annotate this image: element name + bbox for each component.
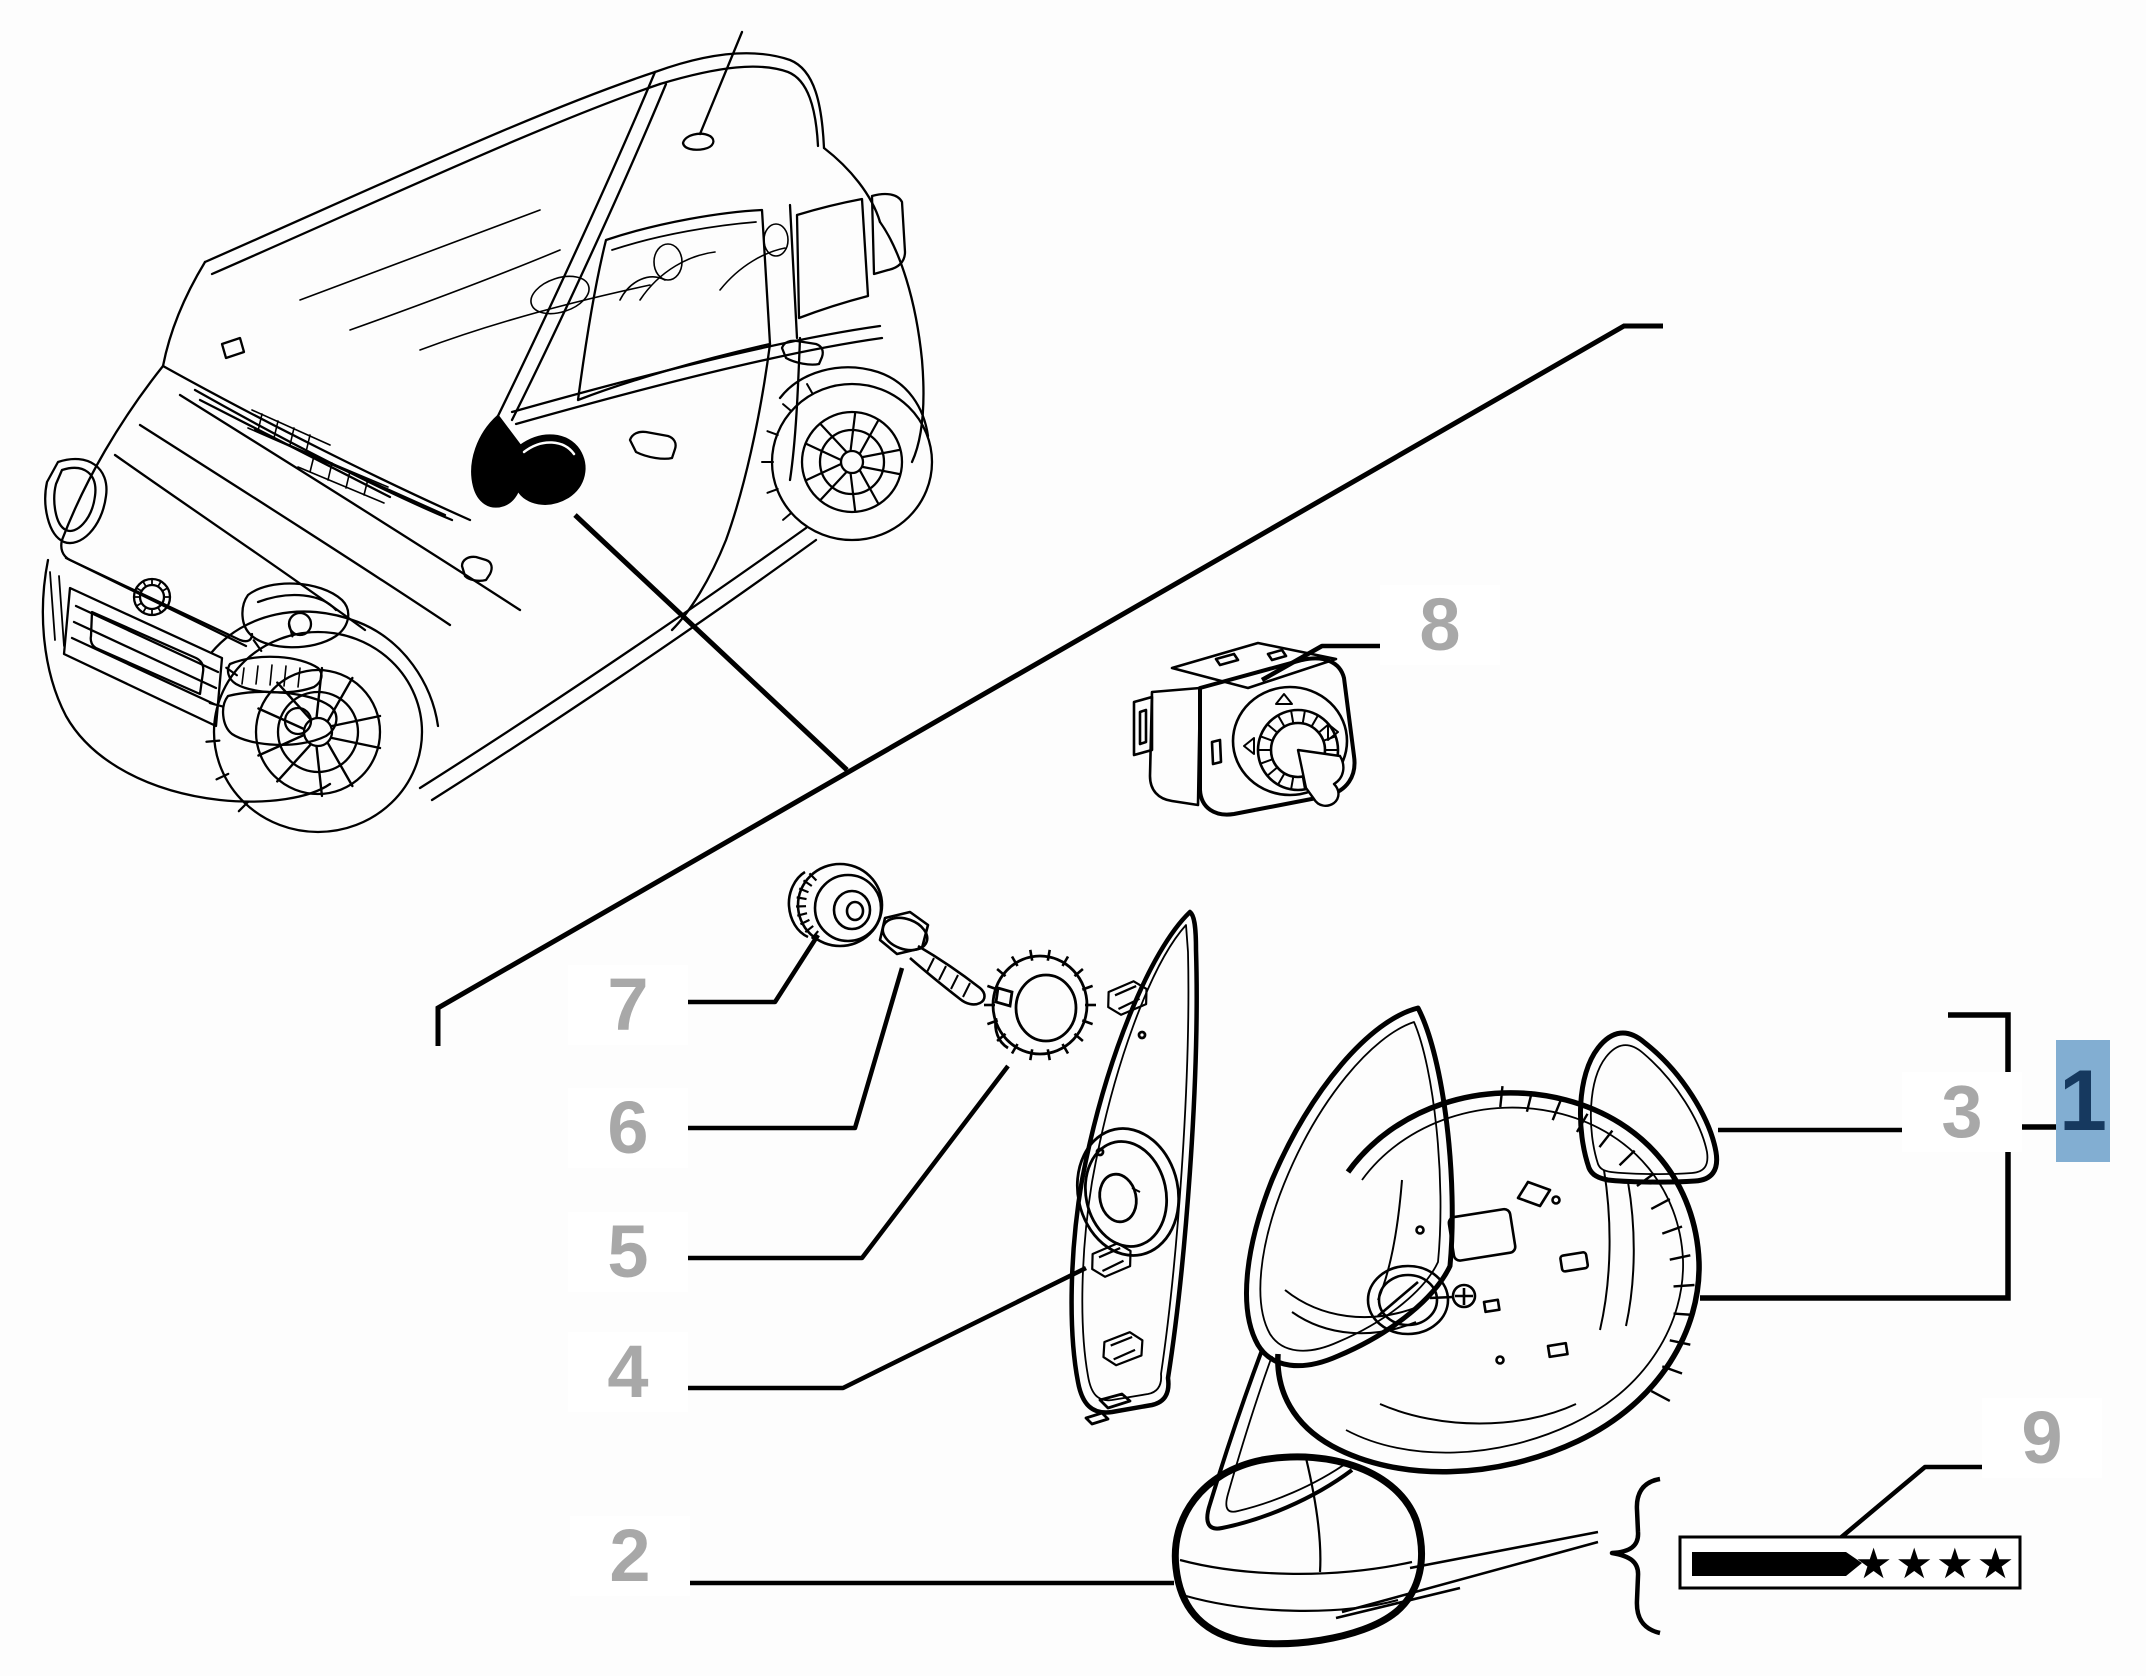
part-8-mirror-adjustment-switch	[1132, 641, 1357, 817]
part-3-mirror-glass	[1577, 1030, 1720, 1185]
star-rating: ★★★★	[1854, 1539, 2018, 1587]
part-5-ring-nut	[982, 948, 1098, 1062]
brace	[1609, 1476, 1661, 1636]
rear-wheel	[760, 366, 934, 542]
antenna	[681, 30, 744, 151]
callout-1-highlighted[interactable]: 1	[2056, 1040, 2110, 1162]
car-illustration	[41, 30, 934, 834]
part-7-adjustment-knob	[787, 862, 884, 948]
group-bracket-part-1	[1700, 1012, 2056, 1301]
door-handles	[628, 339, 824, 460]
callout-6[interactable]: 6	[568, 1088, 688, 1168]
part-9-color-code-strip	[1609, 1476, 2022, 1636]
part-4-triangular-trim-panel	[1069, 909, 1199, 1426]
mirror-body-assembly	[1205, 1005, 1702, 1531]
part-2-mirror-cover	[1171, 1453, 1599, 1648]
front-wheel	[205, 610, 440, 834]
callout-4[interactable]: 4	[568, 1332, 688, 1412]
callout-3[interactable]: 3	[1902, 1072, 2022, 1152]
callout-1-number: 1	[2059, 1052, 2107, 1149]
callout-5[interactable]: 5	[568, 1212, 688, 1292]
part-6-bolt	[878, 910, 986, 1006]
callout-8[interactable]: 8	[1380, 585, 1500, 665]
callout-9[interactable]: 9	[1982, 1398, 2102, 1478]
strip-bar	[1692, 1552, 1862, 1576]
callout-2[interactable]: 2	[570, 1516, 690, 1596]
callout-7[interactable]: 7	[568, 965, 688, 1045]
section-leader-lines	[435, 323, 1663, 1046]
highlighted-mirror-on-car	[471, 414, 586, 508]
